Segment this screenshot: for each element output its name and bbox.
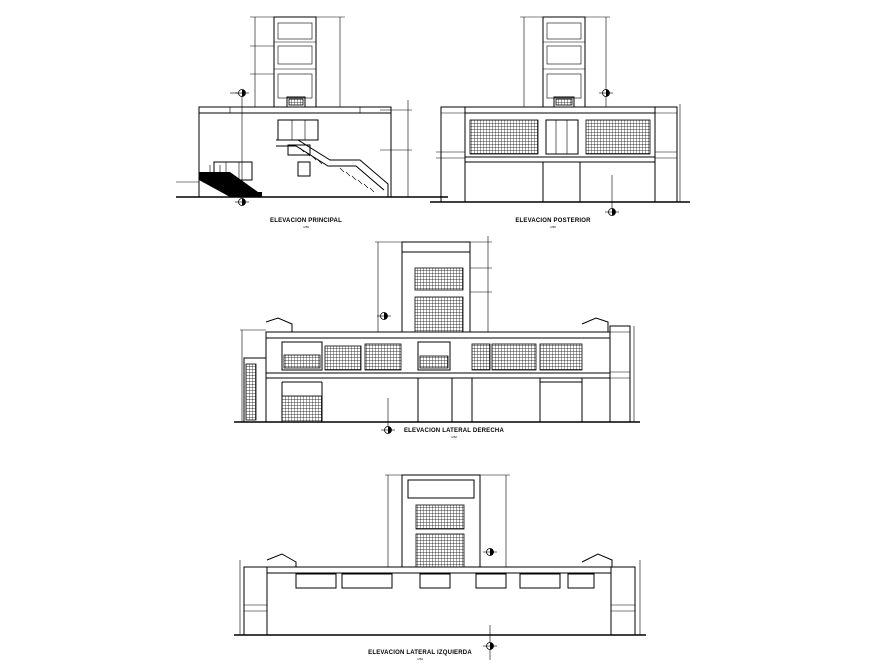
title-posterior-text: ELEVACION POSTERIOR (515, 218, 591, 224)
title-principal: ELEVACION PRINCIPAL 1/50 (270, 218, 342, 229)
scale-lateral-derecha-text: 1/50 (451, 435, 457, 439)
elevation-lateral-derecha (234, 236, 640, 434)
elevation-posterior (430, 16, 690, 216)
title-posterior: ELEVACION POSTERIOR 1/50 (515, 218, 591, 229)
scale-lateral-izquierda-text: 1/50 (417, 657, 423, 661)
elevation-principal (176, 16, 448, 206)
title-lateral-izquierda: ELEVACION LATERAL IZQUIERDA 1/50 (368, 650, 472, 661)
title-lateral-derecha-text: ELEVACION LATERAL DERECHA (404, 428, 504, 434)
scale-principal-text: 1/50 (303, 225, 309, 229)
title-lateral-izquierda-text: ELEVACION LATERAL IZQUIERDA (368, 650, 472, 656)
title-lateral-derecha: ELEVACION LATERAL DERECHA 1/50 (404, 428, 504, 439)
elevation-lateral-izquierda (234, 474, 646, 660)
scale-posterior-text: 1/50 (550, 225, 556, 229)
title-principal-text: ELEVACION PRINCIPAL (270, 218, 342, 224)
